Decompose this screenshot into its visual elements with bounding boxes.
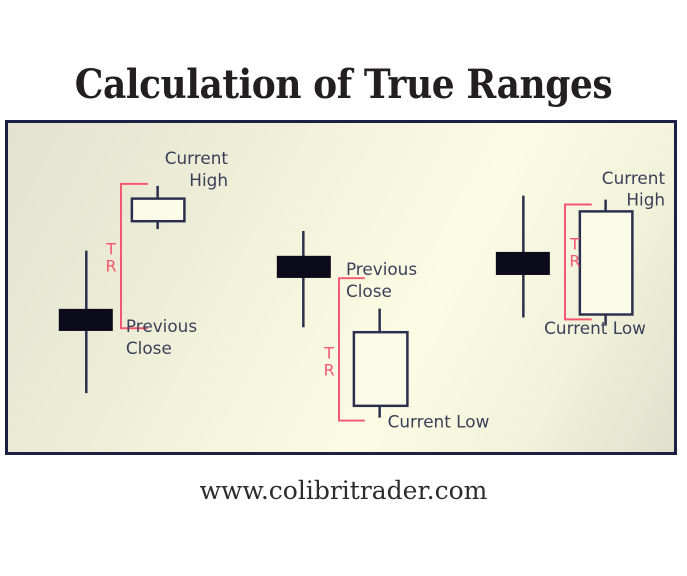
case-1-tr-bracket [119, 182, 148, 330]
case-2-current-low-label: Current Low [388, 412, 490, 432]
candle-group-case-1: T R Current High Previous Close [58, 148, 229, 394]
case-1-current-high-label: Current High [165, 148, 229, 190]
case-3-current-candle [578, 199, 634, 325]
case-2-previous-candle [276, 231, 331, 328]
case-1-tr-label: T R [105, 240, 116, 276]
case-1-previous-candle-body [58, 308, 113, 331]
case-2-tr-label-letter-t: T [323, 344, 334, 363]
case-3-current-high-label-line-2: High [626, 190, 665, 210]
case-2-previous-close-label-line-1: Previous [346, 259, 417, 279]
case-1-previous-close-label-line-2: Close [126, 338, 172, 358]
case-3-tr-label-letter-t: T [569, 235, 580, 254]
case-3-tr-label: T R [569, 235, 580, 271]
case-3-previous-candle [495, 195, 550, 318]
case-1-current-candle-body [130, 197, 186, 223]
case-2-current-candle-body [352, 330, 409, 408]
case-1-current-high-label-line-2: High [189, 170, 228, 190]
case-1-previous-close-label: Previous Close [126, 316, 197, 358]
case-3-current-candle-body [578, 210, 634, 316]
case-3-tr-label-letter-r: R [569, 251, 580, 270]
case-1-previous-close-label-line-1: Previous [126, 316, 197, 336]
case-2-current-candle [352, 308, 409, 418]
case-2-tr-label: T R [323, 344, 334, 380]
case-2-tr-label-letter-r: R [324, 360, 335, 379]
case-3-current-high-label-line-1: Current [602, 168, 666, 188]
candle-group-case-2: T R Previous Close Current Low [276, 231, 490, 432]
footer-website-url: www.colibritrader.com [199, 476, 488, 505]
case-1-current-candle [130, 185, 186, 230]
case-2-previous-close-label: Previous Close [346, 259, 417, 301]
case-2-previous-candle-body [276, 255, 331, 278]
case-1-tr-label-letter-r: R [106, 256, 117, 275]
case-3-previous-candle-body [495, 251, 550, 275]
case-2-previous-close-label-line-2: Close [346, 281, 392, 301]
candle-group-case-3: T R Current High Current Low [495, 168, 666, 338]
true-range-diagram: T R Current High Previous Close [58, 148, 666, 432]
case-1-current-high-label-line-1: Current [165, 148, 229, 168]
case-3-current-high-label: Current High [602, 168, 666, 210]
case-3-tr-bracket [563, 203, 592, 321]
case-2-tr-bracket [338, 277, 365, 422]
case-3-current-low-label: Current Low [544, 318, 646, 338]
page-title: Calculation of True Ranges [74, 61, 613, 108]
case-1-tr-label-letter-t: T [105, 240, 116, 259]
case-1-previous-candle [58, 250, 113, 394]
diagram-panel: T R Current High Previous Close [5, 120, 677, 455]
